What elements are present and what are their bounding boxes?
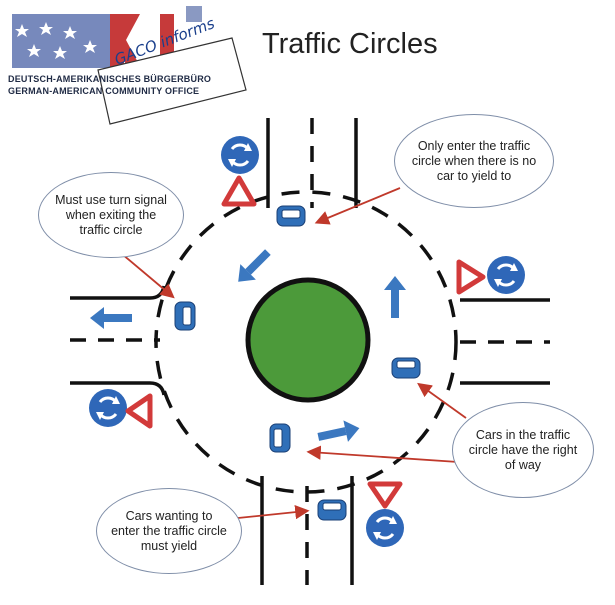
- road-west: [70, 285, 166, 396]
- callout-lines: [121, 187, 467, 520]
- org-line-2: GERMAN-AMERICAN COMMUNITY OFFICE: [8, 86, 200, 96]
- org-line-1: DEUTSCH-AMERIKANISCHES BÜRGERBÜRO: [8, 74, 212, 84]
- cars: [174, 205, 421, 521]
- page-title: Traffic Circles: [262, 28, 438, 60]
- arrow-northwest: [238, 249, 271, 282]
- yield-sign-icon: [125, 393, 153, 429]
- callout-right-of-way: Cars in the traffic circle have the righ…: [452, 402, 594, 498]
- gaco-tag-box: [97, 37, 247, 125]
- roundabout-sign-icon: [89, 389, 127, 427]
- yield-sign-icon: [456, 259, 486, 295]
- flag-logo: [12, 14, 112, 68]
- car-bottom-left: [269, 423, 291, 453]
- car-bottom: [317, 499, 347, 521]
- car-right: [391, 357, 421, 379]
- yield-sign-icon: [221, 175, 257, 207]
- roundabout-sign-icon: [221, 136, 259, 174]
- center-island: [245, 277, 371, 403]
- callout-turn-signal: Must use turn signal when exiting the tr…: [38, 172, 184, 258]
- yield-signs: [125, 175, 486, 509]
- roundabout-signs: [89, 136, 525, 547]
- roundabout-sign-icon: [487, 256, 525, 294]
- direction-arrows: [90, 249, 406, 442]
- arrow-west: [90, 307, 132, 329]
- roundabout-sign-icon: [366, 509, 404, 547]
- arrow-north: [384, 276, 406, 318]
- outer-circle: [154, 190, 458, 494]
- callout-only-enter: Only enter the traffic circle when there…: [394, 114, 554, 208]
- arrow-east: [317, 420, 360, 442]
- road-east: [460, 298, 550, 385]
- car-left: [174, 301, 196, 331]
- yield-sign-icon: [367, 481, 403, 509]
- road-north: [266, 118, 358, 208]
- callout-must-yield: Cars wanting to enter the traffic circle…: [96, 488, 242, 574]
- car-top: [276, 205, 306, 227]
- road-south: [260, 476, 354, 585]
